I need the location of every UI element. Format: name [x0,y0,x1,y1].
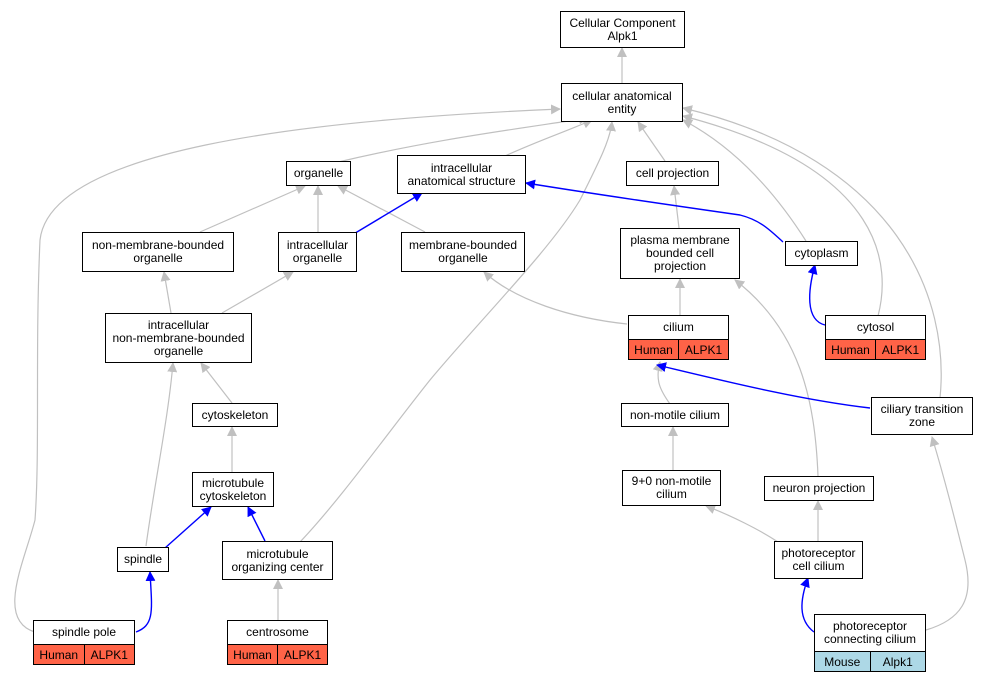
node-membrane-bounded-organelle[interactable]: membrane-bounded organelle [401,232,525,272]
node-cytoskeleton[interactable]: cytoskeleton [192,403,278,427]
node-label: centrosome [246,625,309,639]
species-tag: Human [826,340,875,359]
node-label: intracellular organelle [286,238,349,265]
node-intracellular-anatomical-structure[interactable]: intracellular anatomical structure [397,155,526,194]
node-label: cellular anatomical entity [572,88,672,116]
node-spindle-pole[interactable]: spindle pole Human ALPK1 [33,620,135,665]
node-cellular-component-root[interactable]: Cellular Component Alpk1 [560,11,685,48]
node-centrosome[interactable]: centrosome Human ALPK1 [227,620,328,665]
node-label: cilium [663,320,694,334]
edge-io-to-ias [351,192,423,236]
edge-spindlepole-to-spindle [135,571,156,633]
edge-ctz-to-cae [682,105,942,399]
species-tag: Human [34,645,84,664]
gene-tag: ALPK1 [277,645,327,664]
node-label: Cellular Component Alpk1 [569,15,676,43]
edge-spindle-to-mtcyto [164,506,212,549]
node-label: spindle pole [51,625,117,639]
edge-spindlepole-to-cae [14,104,561,633]
edge-pmbcp-to-cellproj [670,185,681,229]
node-intracellular-organelle[interactable]: intracellular organelle [278,232,357,272]
node-label: intracellular non-membrane-bounded organ… [112,317,245,358]
node-label: cytoplasm [794,246,849,260]
node-label: cytosol [856,320,895,334]
edge-pcc-to-nineplus [705,504,779,543]
node-label: cell projection [635,166,710,180]
node-spindle[interactable]: spindle [117,547,169,572]
node-label: microtubule organizing center [231,546,324,574]
edge-mtoc-to-mtcyto [247,506,266,542]
node-cellular-anatomical-entity[interactable]: cellular anatomical entity [561,83,683,122]
node-neuron-projection[interactable]: neuron projection [764,476,874,501]
species-tag: Human [629,340,678,359]
node-label: non-membrane-bounded organelle [91,238,225,265]
edge-ias-to-cae [504,119,593,157]
node-cilium[interactable]: cilium Human ALPK1 [628,315,729,360]
species-tag: Mouse [815,652,870,671]
node-cell-projection[interactable]: cell projection [626,161,719,186]
node-label: intracellular anatomical structure [407,160,516,188]
edge-spindle-to-inmbo [145,362,178,547]
node-label: membrane-bounded organelle [408,238,518,265]
node-cytoplasm[interactable]: cytoplasm [785,241,858,266]
node-label: ciliary transition zone [880,402,964,429]
node-label: photoreceptor cell cilium [781,546,856,573]
edge-inmbo-to-nmbo [160,271,172,314]
node-cytosol[interactable]: cytosol Human ALPK1 [825,315,926,360]
gene-tag: ALPK1 [83,645,134,664]
edge-pconc-to-ctz [925,436,969,631]
node-non-membrane-bounded-organelle[interactable]: non-membrane-bounded organelle [82,232,234,272]
edge-cytoplasm-to-ias [525,179,784,243]
edge-organelle-to-cae [333,114,589,164]
edge-mbo-to-organelle [337,185,426,233]
edge-neuronproj-to-pmbcp [734,279,819,477]
node-ciliary-transition-zone[interactable]: ciliary transition zone [871,397,973,435]
node-label: photoreceptor connecting cilium [823,619,917,646]
edge-cytoskeleton-to-inmbo [200,362,233,404]
edge-pconc-to-pcc [800,577,815,633]
node-9-0-non-motile-cilium[interactable]: 9+0 non-motile cilium [622,470,721,506]
node-microtubule-cytoskeleton[interactable]: microtubule cytoskeleton [192,472,274,507]
node-label: plasma membrane bounded cell projection [630,233,730,273]
node-label: spindle [123,552,163,566]
edge-inmbo-to-io [221,271,294,314]
node-microtubule-organizing-center[interactable]: microtubule organizing center [222,541,333,580]
node-photoreceptor-cell-cilium[interactable]: photoreceptor cell cilium [774,541,863,579]
node-label: non-motile cilium [629,407,721,422]
edge-cilium-to-mbo [483,271,628,325]
node-label: microtubule cytoskeleton [199,475,267,503]
node-label: cytoskeleton [201,407,269,422]
edge-cytoplasm-to-cae [682,119,807,242]
node-intracellular-non-membrane-bounded-organelle[interactable]: intracellular non-membrane-bounded organ… [105,313,252,363]
edge-mtoc-to-cae [299,121,616,543]
edge-cellproj-to-cae [637,121,666,162]
node-photoreceptor-connecting-cilium[interactable]: photoreceptor connecting cilium Mouse Al… [814,614,926,672]
node-organelle[interactable]: organelle [286,161,351,186]
node-label: neuron projection [772,481,866,495]
species-tag: Human [228,645,277,664]
edge-cytosol-to-cae [682,113,883,317]
node-label: 9+0 non-motile cilium [631,474,712,501]
edge-ctz-to-cilium [656,362,871,409]
edge-nmbo-to-organelle [199,185,306,233]
gene-tag: ALPK1 [875,340,925,359]
node-non-motile-cilium[interactable]: non-motile cilium [621,403,729,427]
node-plasma-membrane-bounded-cell-projection[interactable]: plasma membrane bounded cell projection [620,228,740,279]
node-label: organelle [293,166,344,180]
gene-tag: ALPK1 [678,340,728,359]
gene-tag: Alpk1 [869,652,925,671]
edge-cytosol-to-cytoplasm [807,264,826,326]
